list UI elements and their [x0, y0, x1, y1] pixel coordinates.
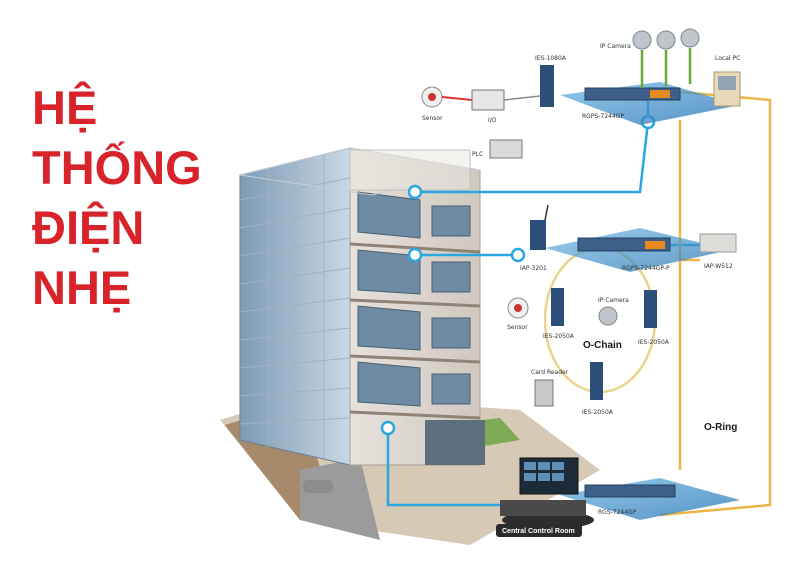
label-o-ring: O-Ring — [704, 422, 737, 433]
central-control-room — [496, 457, 594, 537]
label-rgps-mid: RGPS-7244GP-P — [622, 265, 670, 272]
io-module — [471, 89, 505, 111]
title: HỆ THỐNG ĐIỆN NHẸ — [32, 78, 202, 318]
label-ies-2050a-left: IES-2050A — [543, 333, 575, 340]
iap-w512-device — [699, 233, 737, 253]
top-sensor — [421, 86, 443, 108]
sensor-cable — [441, 96, 473, 101]
label-rgps-top: RGPS-7244GP — [582, 113, 624, 120]
top-switch-platform — [540, 65, 740, 125]
label-sensor-mid: Sensor — [507, 324, 528, 331]
title-line-3: ĐIỆN — [32, 201, 145, 254]
label-ip-camera-mid: IP Camera — [598, 297, 629, 304]
label-iap-w512: IAP-W512 — [704, 263, 733, 270]
building — [239, 147, 485, 466]
label-ip-camera-top: IP Camera — [600, 43, 631, 50]
plc-device — [489, 139, 523, 159]
mid-switch-platform — [530, 204, 737, 272]
label-ies-2050a-bottom: IES-2050A — [582, 409, 614, 416]
label-card-reader: Card Reader — [531, 369, 569, 376]
title-line-4: NHẸ — [32, 261, 132, 314]
bottom-switch-platform — [560, 478, 740, 520]
label-ies-2050a-right: IES-2050A — [638, 339, 670, 346]
label-o-chain: O-Chain — [583, 340, 622, 351]
label-iap-3201: IAP-3201 — [520, 265, 547, 272]
label-ies-1080a: IES-1080A — [535, 55, 567, 62]
label-sensor-top: Sensor — [422, 115, 443, 122]
mid-devices — [507, 288, 657, 407]
label-rgs-bottom: RGS-7244GP — [598, 509, 637, 516]
label-io: I/O — [488, 117, 497, 124]
io-cable — [503, 95, 541, 101]
top-ip-cameras — [632, 28, 700, 88]
local-pc — [713, 71, 741, 107]
label-local-pc: Local PC — [715, 55, 740, 62]
title-line-2: THỐNG — [32, 141, 202, 194]
title-line-1: HỆ — [32, 81, 98, 134]
o-ring-line — [659, 90, 772, 517]
label-plc: PLC — [472, 151, 483, 158]
label-central-control-room: Central Control Room — [502, 528, 575, 535]
